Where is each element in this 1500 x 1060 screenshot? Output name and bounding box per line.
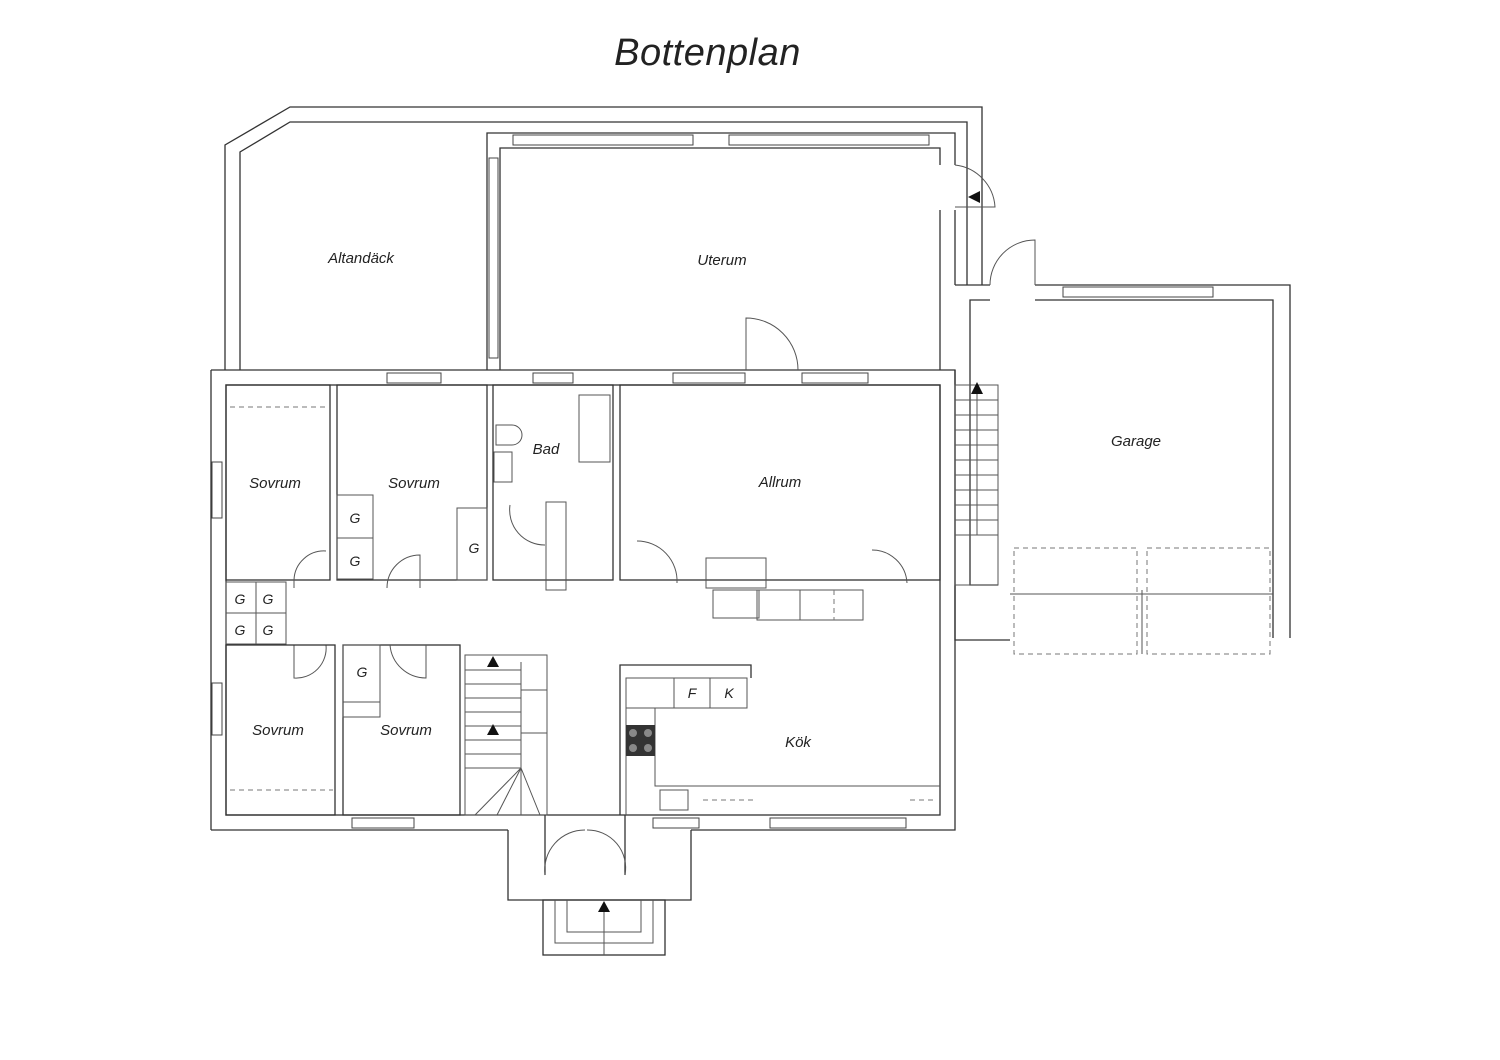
window xyxy=(1062,286,1214,298)
room-label-kok: Kök xyxy=(785,734,812,751)
kok-walls xyxy=(619,664,752,815)
deck-outline xyxy=(224,106,983,370)
window xyxy=(211,461,223,519)
uterum-walls xyxy=(486,132,956,370)
room-label-sovrum-2: Sovrum xyxy=(388,475,440,492)
window xyxy=(672,372,746,384)
sovrum-1-walls xyxy=(225,384,331,581)
sovrum-4-walls xyxy=(342,644,461,816)
garage-stair-treads xyxy=(955,382,998,536)
closet-label: G xyxy=(350,553,361,569)
room-label-altandack: Altandäck xyxy=(327,250,395,267)
freezer-label: K xyxy=(724,685,734,701)
room-label-garage: Garage xyxy=(1111,433,1161,450)
room-label-uterum: Uterum xyxy=(697,252,746,269)
staircase xyxy=(464,654,548,816)
window xyxy=(652,817,700,829)
allrum-walls xyxy=(619,384,941,581)
door-swing xyxy=(544,829,627,876)
plan-title: Bottenplan xyxy=(614,32,801,74)
garage-walls xyxy=(954,284,1291,641)
window xyxy=(801,372,869,384)
window xyxy=(211,682,223,736)
window xyxy=(728,134,930,146)
house-outer-wall xyxy=(211,369,956,831)
door-swing xyxy=(386,554,421,589)
window xyxy=(512,134,694,146)
room-label-bad: Bad xyxy=(533,441,560,458)
fridge-label: F xyxy=(688,685,698,701)
closet-label: G xyxy=(357,664,368,680)
fireplace xyxy=(705,557,767,589)
closet-label: G xyxy=(350,510,361,526)
closet-label: G xyxy=(263,591,274,607)
toilet xyxy=(495,424,523,446)
closet-label: G xyxy=(263,622,274,638)
door-swing xyxy=(389,644,427,679)
kitchen-sink xyxy=(659,789,689,811)
window xyxy=(769,817,907,829)
bad-walls xyxy=(492,384,614,581)
door-swing xyxy=(745,317,799,371)
sovrum-3-walls xyxy=(225,644,336,816)
door-swing xyxy=(989,239,1036,286)
garage-door-panels xyxy=(1010,547,1273,655)
door-swing xyxy=(293,644,327,679)
door-swing xyxy=(293,550,327,588)
room-label-sovrum-3: Sovrum xyxy=(252,722,304,739)
entry-arrow-icon xyxy=(968,191,980,203)
door-swing xyxy=(954,164,996,208)
window xyxy=(386,372,442,384)
room-label-sovrum-1: Sovrum xyxy=(249,475,301,492)
door-swing xyxy=(509,504,546,546)
entry-arrow-icon xyxy=(598,901,610,912)
stove xyxy=(626,725,655,756)
closet-label: G xyxy=(235,622,246,638)
window xyxy=(532,372,574,384)
house-inner-wall xyxy=(225,384,941,816)
closet-label: G xyxy=(469,540,480,556)
room-label-allrum: Allrum xyxy=(758,474,802,491)
door-swing xyxy=(636,540,678,584)
sink xyxy=(493,451,513,483)
window xyxy=(488,157,499,359)
bathtub xyxy=(578,394,611,463)
sovrum-2-walls xyxy=(336,384,488,581)
closet-label: G xyxy=(235,591,246,607)
door-swing xyxy=(871,549,908,584)
window xyxy=(351,817,415,829)
room-label-sovrum-4: Sovrum xyxy=(380,722,432,739)
